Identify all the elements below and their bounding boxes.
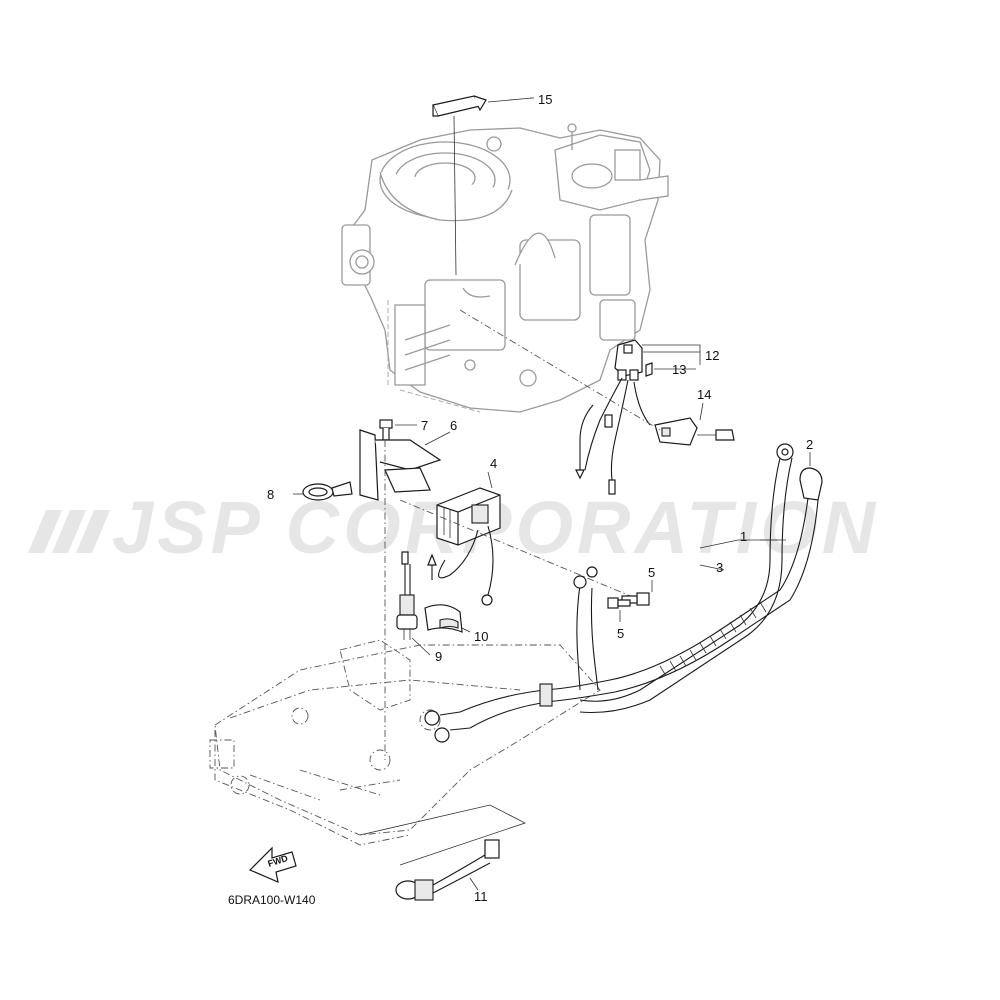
callout-labels: 15 12 13 14 7 6 8 4 2 1 3 5 5 10 9 11	[267, 92, 813, 904]
part-4-rectifier	[399, 471, 641, 606]
part-12-relay	[575, 339, 701, 495]
callout-2: 2	[806, 437, 813, 452]
lower-bracket	[209, 639, 601, 846]
callout-3: 3	[716, 560, 723, 575]
part-7-bolt	[379, 419, 417, 441]
part-15-clip	[432, 95, 533, 276]
leader-lines	[530, 97, 786, 549]
callout-10: 10	[474, 629, 488, 644]
callout-7: 7	[421, 418, 428, 433]
fwd-arrow-icon: FWD	[248, 846, 297, 884]
part-6-bracket	[359, 429, 451, 501]
part-8-clamp	[293, 481, 353, 501]
part-9-sensor	[384, 440, 431, 760]
callout-8: 8	[267, 487, 274, 502]
part-10-cover	[424, 604, 471, 633]
callout-11: 11	[474, 889, 488, 904]
part-2-terminal-cover	[799, 452, 823, 501]
callout-12: 12	[705, 348, 719, 363]
callout-15: 15	[538, 92, 552, 107]
engine-block	[341, 123, 669, 413]
callout-14: 14	[697, 387, 711, 402]
watermark-logo-icon	[28, 510, 110, 553]
part-5-bolt-lower	[607, 597, 631, 622]
callout-4: 4	[490, 456, 497, 471]
callout-9: 9	[435, 649, 442, 664]
callout-1: 1	[740, 529, 747, 544]
part-3-harness	[424, 497, 819, 743]
callout-5-upper: 5	[648, 565, 655, 580]
callout-5-lower: 5	[617, 626, 624, 641]
diagram-code: 6DRA100-W140	[228, 893, 316, 907]
part-14-bracket	[459, 309, 735, 446]
callout-13: 13	[672, 362, 686, 377]
part-11-switch	[359, 804, 527, 901]
callout-6: 6	[450, 418, 457, 433]
